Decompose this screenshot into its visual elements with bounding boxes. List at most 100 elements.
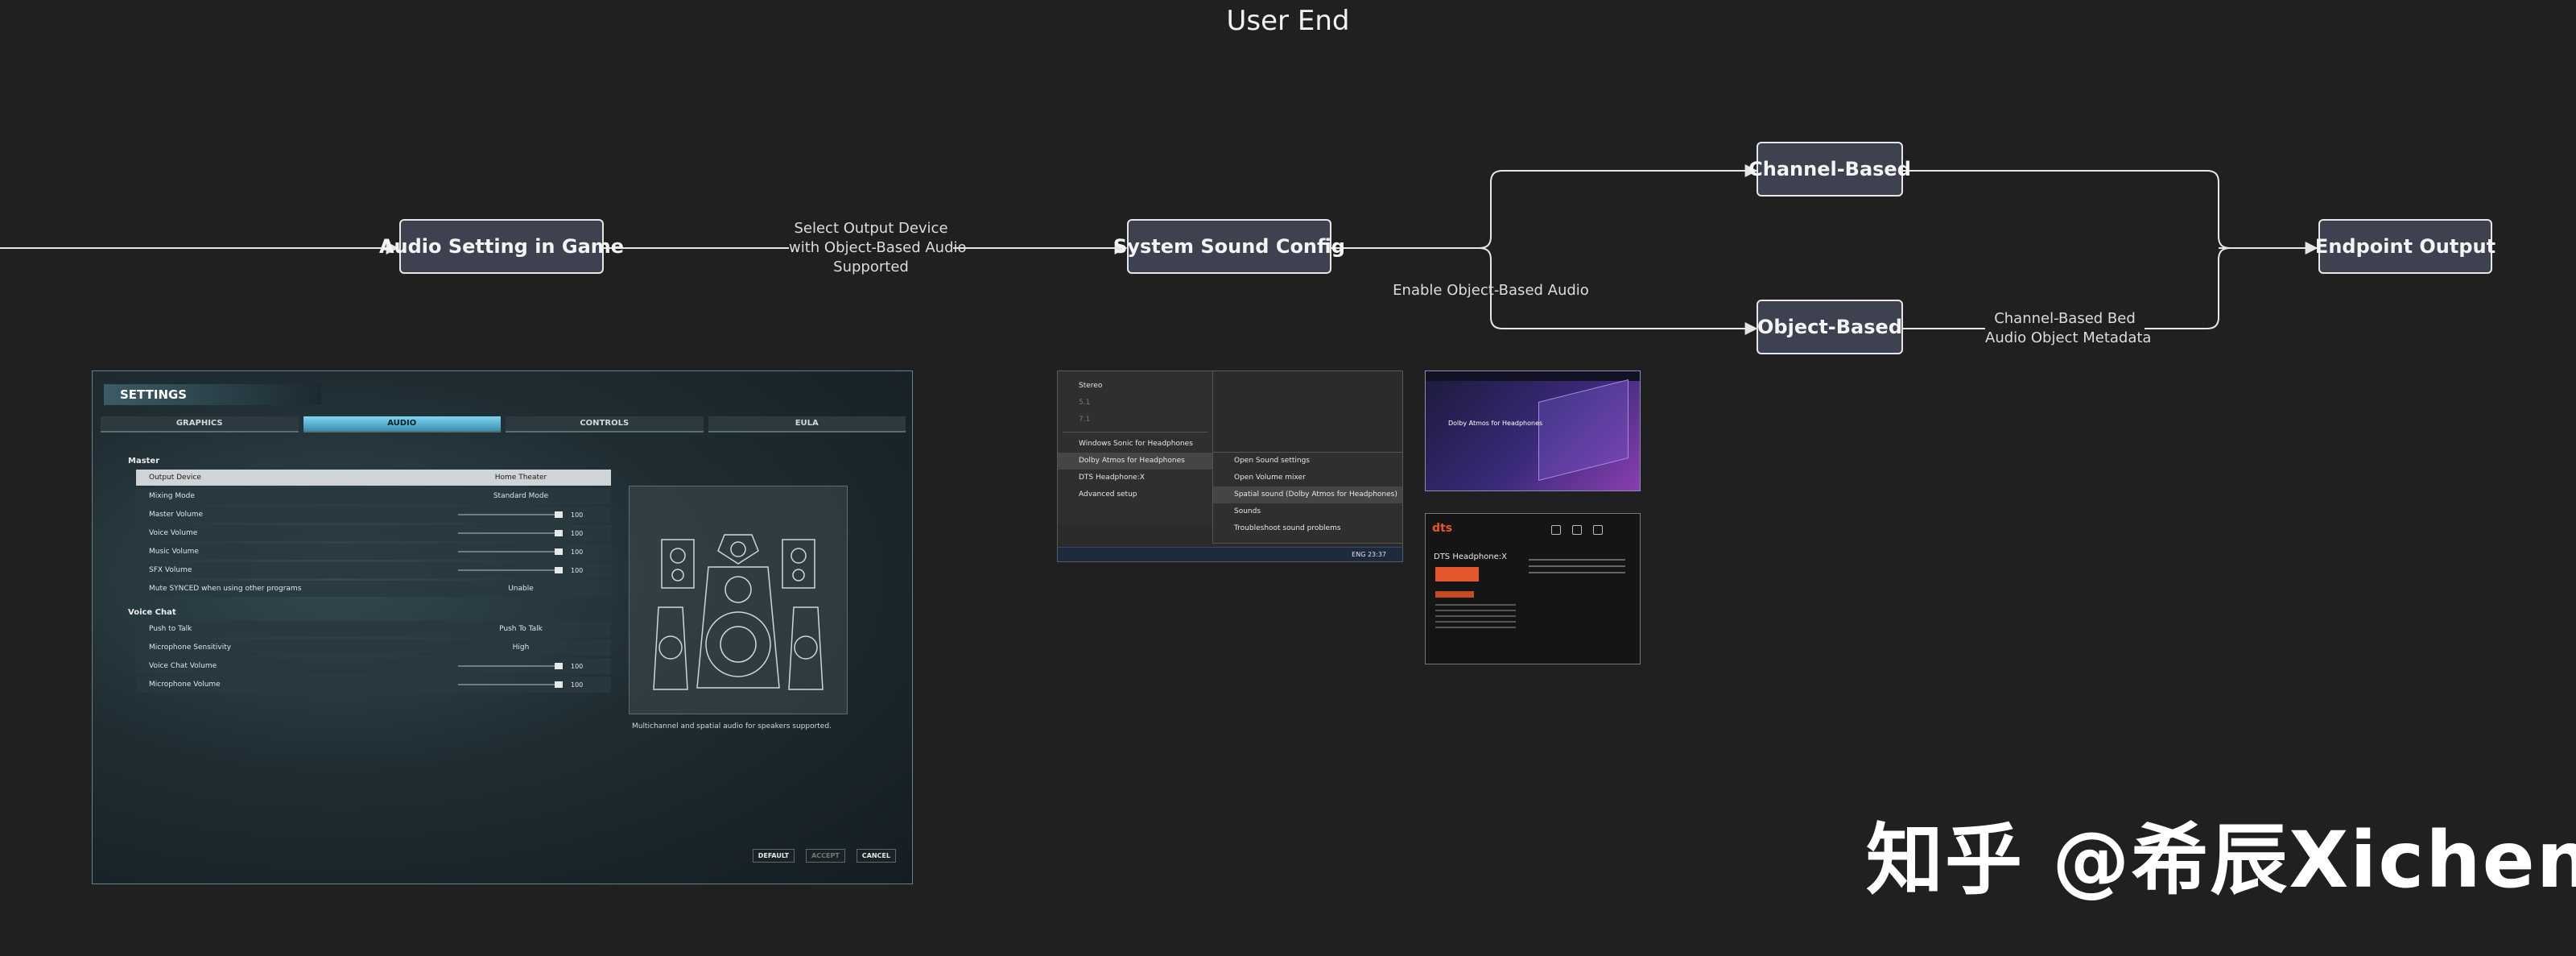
edge-channel-to-merge <box>1903 171 2230 248</box>
menu-item[interactable]: Open Volume mixer <box>1213 470 1403 486</box>
volume-slider[interactable] <box>458 684 563 685</box>
node-audio-setting-in-game: Audio Setting in Game <box>399 219 604 274</box>
setting-label: SFX Volume <box>136 566 431 574</box>
menu-item[interactable]: Stereo <box>1058 378 1212 395</box>
dts-logo: dts <box>1432 522 1452 535</box>
tab-eula[interactable]: EULA <box>708 416 906 432</box>
menu-item[interactable]: Open Sound settings <box>1213 453 1403 470</box>
setting-value: Push To Talk <box>431 625 611 633</box>
menu-item[interactable]: Sounds <box>1213 503 1403 520</box>
speaker-icon <box>630 486 847 714</box>
edge-label-select-output: Select Output Device with Object-Based A… <box>789 219 953 277</box>
volume-slider[interactable] <box>458 665 563 667</box>
edge-label-line: Channel-Based Bed <box>1985 309 2145 329</box>
dolby-title: Dolby Atmos for Headphones <box>1448 420 1542 427</box>
slider-knob[interactable] <box>555 567 563 573</box>
accept-button[interactable]: ACCEPT <box>806 849 845 863</box>
setting-label: Voice Chat Volume <box>136 662 431 670</box>
setting-value: 100 <box>571 681 603 689</box>
setting-label: Master Volume <box>136 511 431 519</box>
spatial-sound-menu: Stereo 5.1 7.1 Windows Sonic for Headpho… <box>1058 371 1213 524</box>
setting-row[interactable]: Microphone Volume 100 <box>136 677 611 693</box>
section-master: Master <box>128 457 159 466</box>
menu-item-selected[interactable]: Spatial sound (Dolby Atmos for Headphone… <box>1213 486 1403 503</box>
menu-item[interactable]: Troubleshoot sound problems <box>1213 520 1403 537</box>
menu-item[interactable]: Windows Sonic for Headphones <box>1058 436 1212 453</box>
menu-item[interactable]: 5.1 <box>1058 395 1212 412</box>
dts-subtitle: DTS Headphone:X <box>1434 552 1507 561</box>
sound-context-menu: Open Sound settings Open Volume mixer Sp… <box>1212 452 1403 544</box>
setting-value: 100 <box>571 548 603 556</box>
setting-value: 100 <box>571 511 603 519</box>
menu-item-selected[interactable]: Dolby Atmos for Headphones <box>1058 453 1212 470</box>
setting-label: Voice Volume <box>136 529 431 537</box>
edge-branch-to-channel <box>1480 171 1757 248</box>
dts-config-block <box>1529 559 1625 578</box>
slider-knob[interactable] <box>555 548 563 555</box>
dts-toolbar <box>1551 525 1603 535</box>
setting-value: Home Theater <box>431 474 611 482</box>
section-voice-chat: Voice Chat <box>128 608 176 617</box>
setting-label: Output Device <box>136 474 431 482</box>
node-object-based: Object-Based <box>1757 300 1903 354</box>
edge-label-line: with Object-Based Audio <box>789 238 953 258</box>
home-icon[interactable] <box>1551 525 1561 535</box>
setting-value: Standard Mode <box>431 492 611 500</box>
menu-item[interactable]: 7.1 <box>1058 412 1212 428</box>
setting-row[interactable]: Voice Chat Volume 100 <box>136 658 611 674</box>
slider-knob[interactable] <box>555 663 563 669</box>
setting-label: Microphone Sensitivity <box>136 644 431 652</box>
edge-label-bed-metadata: Channel-Based Bed Audio Object Metadata <box>1985 309 2145 348</box>
menu-item[interactable]: Advanced setup <box>1058 486 1212 503</box>
volume-slider[interactable] <box>458 532 563 534</box>
edge-label-line: Audio Object Metadata <box>1985 329 2145 348</box>
setting-value: High <box>431 644 611 652</box>
dts-headphone-x-screenshot: dts DTS Headphone:X <box>1425 513 1641 664</box>
speaker-illustration <box>629 486 848 714</box>
tab-controls[interactable]: CONTROLS <box>506 416 704 432</box>
edge-label-line: Supported <box>789 258 953 277</box>
setting-label: Mute SYNCED when using other programs <box>136 585 431 593</box>
setting-row[interactable]: SFX Volume 100 <box>136 562 611 578</box>
setting-row[interactable]: Master Volume 100 <box>136 507 611 523</box>
headphone-icon[interactable] <box>1572 525 1582 535</box>
volume-slider[interactable] <box>458 551 563 552</box>
edge-label-line: Select Output Device <box>789 219 953 238</box>
room-illustration <box>1538 379 1629 481</box>
tab-graphics[interactable]: GRAPHICS <box>101 416 299 432</box>
speaker-icon[interactable] <box>1593 525 1603 535</box>
node-system-sound-config: System Sound Config <box>1127 219 1331 274</box>
cancel-button[interactable]: CANCEL <box>857 849 896 863</box>
game-settings-screenshot: SETTINGS GRAPHICS AUDIO CONTROLS EULA Ma… <box>92 370 913 884</box>
tab-audio[interactable]: AUDIO <box>303 416 502 432</box>
dts-status-bar <box>1435 591 1474 598</box>
node-endpoint-output: Endpoint Output <box>2318 219 2492 274</box>
slider-knob[interactable] <box>555 681 563 688</box>
app-titlebar <box>1426 371 1640 381</box>
default-button[interactable]: DEFAULT <box>753 849 795 863</box>
setting-label: Push to Talk <box>136 625 431 633</box>
setting-value: 100 <box>571 663 603 670</box>
node-channel-based: Channel-Based <box>1757 142 1903 197</box>
edge-label-enable-object: Enable Object-Based Audio <box>1393 281 1589 300</box>
dts-toggle[interactable] <box>1435 567 1479 581</box>
slider-knob[interactable] <box>555 530 563 536</box>
settings-header: SETTINGS <box>104 384 321 405</box>
menu-item[interactable]: DTS Headphone:X <box>1058 470 1212 486</box>
setting-value: 100 <box>571 567 603 574</box>
setting-label: Microphone Volume <box>136 681 431 689</box>
speaker-description: Multichannel and spatial audio for speak… <box>632 722 832 730</box>
setting-value: Unable <box>431 585 611 593</box>
setting-label: Mixing Mode <box>136 492 431 500</box>
slider-knob[interactable] <box>555 511 563 518</box>
volume-slider[interactable] <box>458 514 563 515</box>
volume-slider[interactable] <box>458 569 563 571</box>
